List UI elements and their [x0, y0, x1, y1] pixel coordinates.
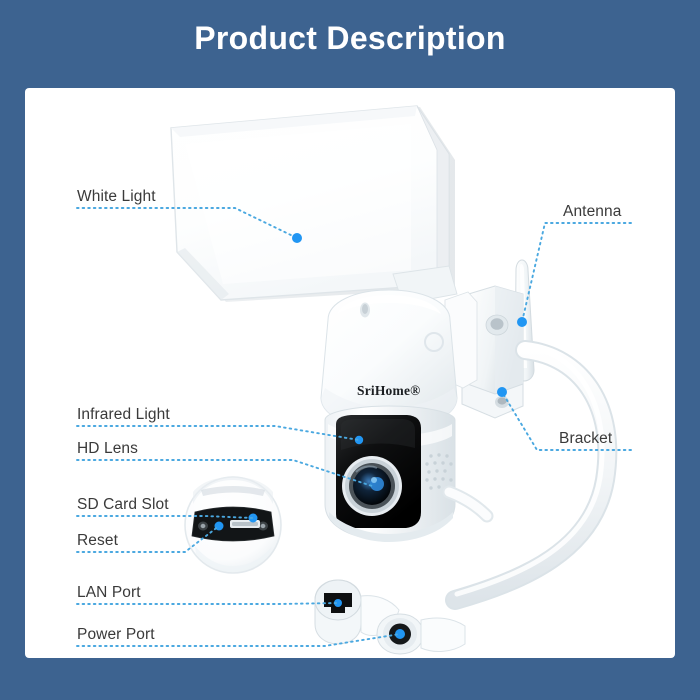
leader-lan-port [76, 602, 339, 605]
leader-bracket [501, 391, 632, 451]
callout-label-bracket: Bracket [559, 430, 613, 447]
dot-bracket [497, 387, 507, 397]
leader-power-port [76, 633, 401, 647]
leader-reset [76, 525, 220, 553]
dot-white-light [292, 233, 302, 243]
connector-cable [442, 485, 494, 523]
brand-wordmark: SriHome® [357, 383, 421, 398]
leader-antenna [521, 222, 632, 323]
marker-dots [292, 233, 527, 397]
callout-label-lan-port: LAN Port [77, 584, 141, 601]
magnifier-detail [184, 476, 282, 574]
ptz-head [324, 405, 456, 542]
callout-label-reset: Reset [77, 532, 118, 549]
callout-label-antenna: Antenna [563, 203, 622, 220]
product-card: SriHome® White Light Antenna Infrared Li… [25, 88, 675, 658]
callout-label-sd-card-slot: SD Card Slot [77, 496, 169, 513]
leader-infrared-light [76, 425, 360, 441]
callout-label-white-light: White Light [77, 188, 156, 205]
white-light-panel [170, 105, 455, 302]
power-connector [376, 613, 466, 655]
illustration-svg [76, 105, 632, 655]
power-cable [445, 340, 618, 610]
callout-label-infrared-light: Infrared Light [77, 406, 170, 423]
lan-connector [314, 579, 400, 645]
leader-white-light [76, 207, 298, 239]
page-title: Product Description [194, 20, 506, 56]
callout-label-hd-lens: HD Lens [77, 440, 139, 457]
callout-label-power-port: Power Port [77, 626, 155, 643]
product-illustration: SriHome® White Light Antenna Infrared Li… [25, 88, 675, 658]
leader-hd-lens [76, 459, 373, 487]
leader-lines [76, 207, 632, 647]
leader-sd-card-slot [76, 515, 254, 519]
dot-antenna [517, 317, 527, 327]
